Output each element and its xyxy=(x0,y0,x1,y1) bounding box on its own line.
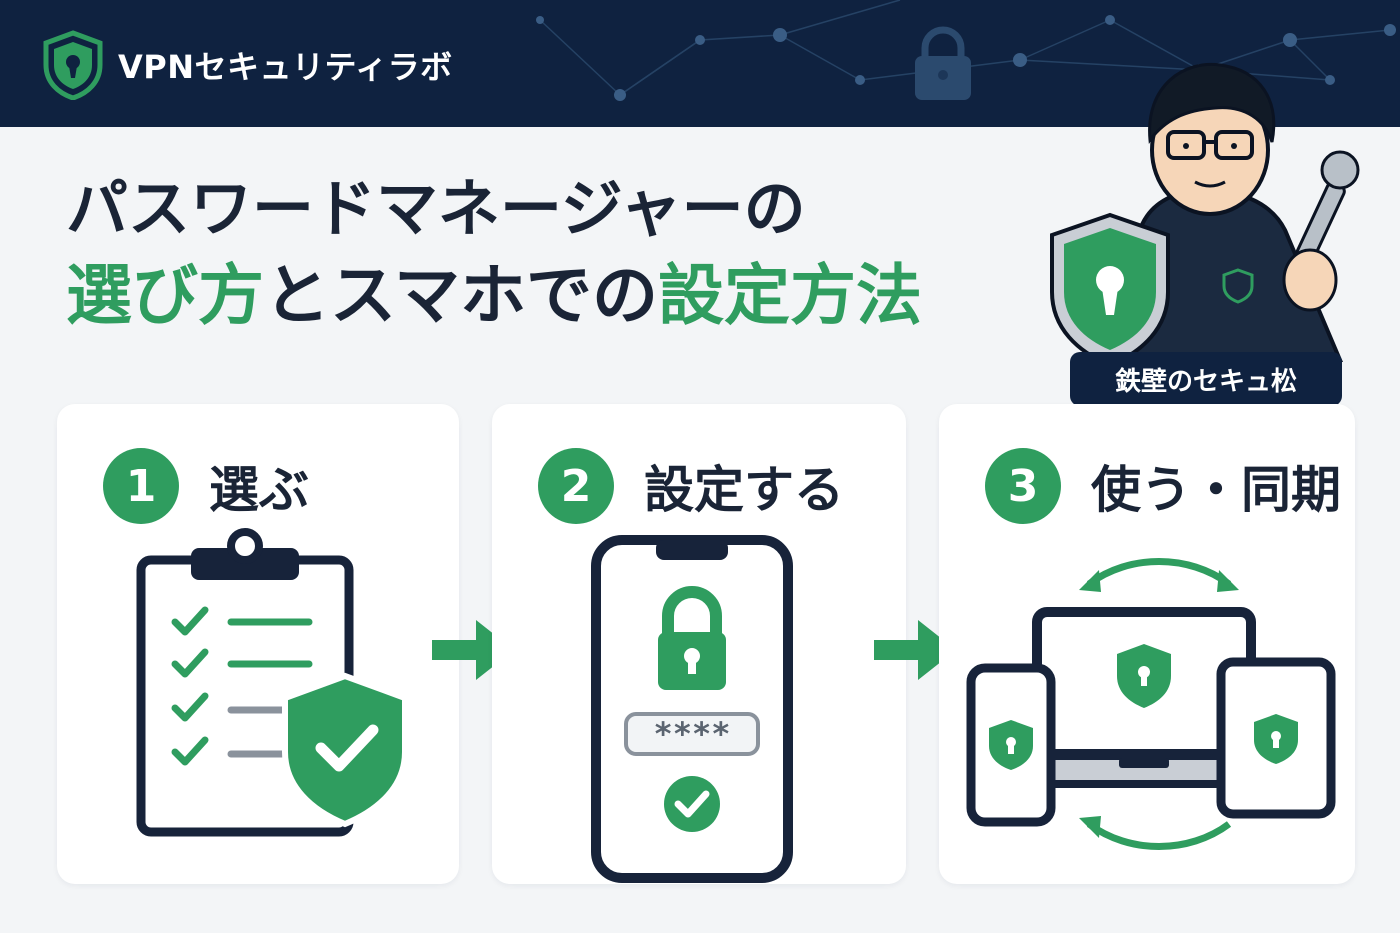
title-line-1: パスワードマネージャーの xyxy=(66,172,806,245)
devices-sync-icon xyxy=(966,558,1336,850)
title-middle: とスマホでの xyxy=(264,257,659,335)
step-number: 2 xyxy=(538,448,614,524)
password-mask: **** xyxy=(653,715,730,753)
title-highlight-setup: 設定方法 xyxy=(658,257,923,335)
step-card-choose: 1 選ぶ xyxy=(57,404,459,884)
step-card-use-sync: 3 使う・同期 xyxy=(939,404,1355,884)
arrow-right-icon xyxy=(874,620,956,680)
brand[interactable]: VPNセキュリティラボ xyxy=(40,30,453,100)
step-number: 1 xyxy=(103,448,179,524)
step-label: 設定する xyxy=(644,461,844,519)
step-label: 使う・同期 xyxy=(1091,461,1341,519)
step-header: 3 使う・同期 xyxy=(985,448,1341,524)
step-label: 選ぶ xyxy=(209,461,309,519)
header-banner: VPNセキュリティラボ xyxy=(0,0,1400,127)
mascot-name-badge: 鉄壁のセキュ松 xyxy=(1070,352,1342,406)
page-title: パスワードマネージャーの 選び方とスマホでの設定方法 xyxy=(66,172,922,336)
network-background xyxy=(536,0,1396,101)
lock-icon xyxy=(915,26,971,100)
step-number: 3 xyxy=(985,448,1061,524)
key-icon xyxy=(1282,150,1360,312)
step-card-setup: 2 設定する **** xyxy=(492,404,906,884)
shield-keyhole-icon xyxy=(43,30,103,100)
smartphone-lock-password-icon: **** xyxy=(591,535,793,883)
step-header: 2 設定する xyxy=(538,448,844,524)
brand-name: VPNセキュリティラボ xyxy=(118,48,453,86)
mascot-character xyxy=(1050,62,1360,368)
title-line-2: 選び方とスマホでの設定方法 xyxy=(66,256,922,335)
step-header: 1 選ぶ xyxy=(103,448,309,524)
lock-icon xyxy=(658,586,726,690)
shield-icon xyxy=(1050,212,1170,368)
clipboard-checklist-shield-icon xyxy=(136,528,408,837)
title-highlight-choose: 選び方 xyxy=(66,257,264,335)
